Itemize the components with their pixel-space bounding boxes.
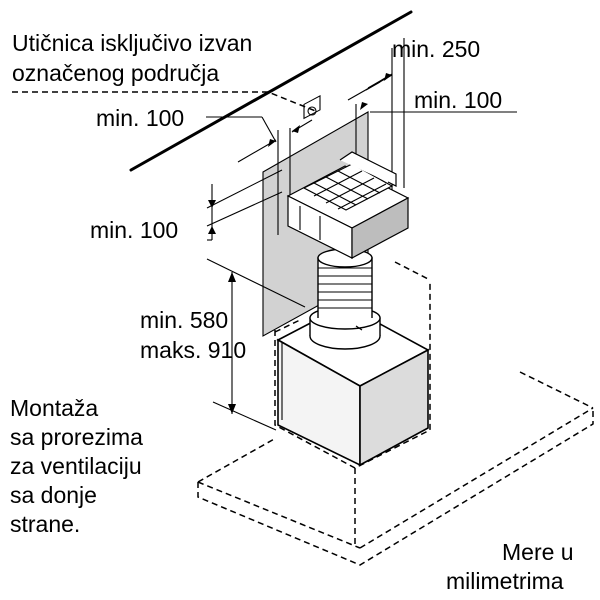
- vent-note-line3: za ventilaciju: [10, 453, 142, 479]
- vent-note-line1: Montaža: [10, 395, 98, 421]
- height-label-max: maks. 910: [140, 337, 246, 363]
- units-note-line1: Mere u: [502, 539, 574, 565]
- dim-side: [206, 169, 283, 240]
- dim-label-min-100-right: min. 100: [414, 87, 502, 113]
- dim-label-min-100-left: min. 100: [96, 105, 184, 131]
- socket-zone-boundary: [12, 91, 319, 113]
- dim-label-min-100-side: min. 100: [90, 217, 178, 243]
- power-socket-icon: [303, 95, 321, 120]
- dashed-hood-outline: [274, 261, 431, 548]
- dashed-slab-outline: [197, 371, 594, 566]
- chimney-pipe: [309, 248, 381, 350]
- vent-note-line2: sa prorezima: [10, 424, 143, 450]
- socket-note-line2: označenog područja: [12, 60, 219, 86]
- units-note-line2: milimetrima: [446, 568, 564, 594]
- dim-label-min-250: min. 250: [392, 36, 480, 62]
- height-label-min: min. 580: [140, 307, 228, 333]
- socket-note-line1: Utičnica isključivo izvan: [12, 30, 252, 56]
- vent-note-line4: sa donje: [10, 482, 97, 508]
- vent-note-line5: strane.: [10, 511, 80, 537]
- filter-box: [286, 151, 410, 260]
- ceiling-line: [129, 10, 413, 172]
- dim-height: [206, 258, 306, 431]
